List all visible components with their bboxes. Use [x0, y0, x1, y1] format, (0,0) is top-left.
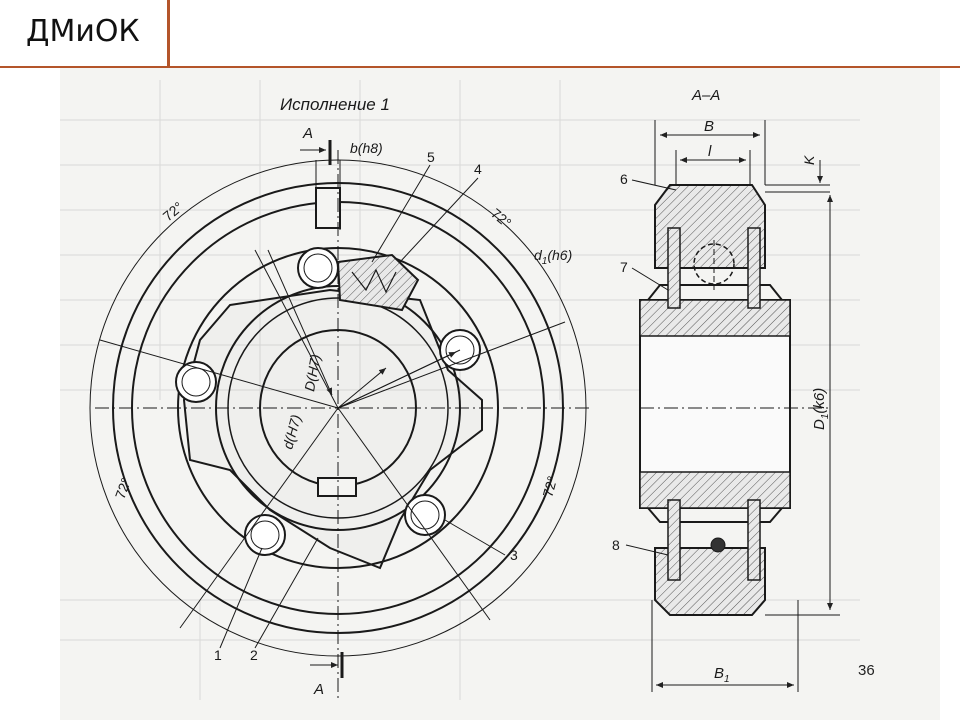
keyway [315, 187, 341, 229]
dimension-b-label: b(h8) [350, 140, 383, 156]
callout-5: 5 [427, 149, 435, 165]
dimension-K-label: K [801, 155, 817, 165]
dimension-D-label: D(H7) [301, 353, 323, 393]
hub-hatch-bottom [639, 471, 791, 509]
callout-leaders [219, 164, 506, 649]
section-view-title: A–A [691, 87, 720, 104]
roller-hidden [693, 243, 735, 285]
dimension-B-label: B [704, 118, 714, 135]
cage-plate-right-bottom [747, 499, 761, 581]
roller-bottom-left-inner [250, 520, 280, 550]
dimension-B1-label: B1 [714, 665, 730, 685]
spring-housing [336, 253, 420, 312]
outer-ring-top [654, 184, 766, 269]
header-divider-vertical [167, 0, 170, 66]
dimension-d1-label: d1(h6) [534, 247, 572, 267]
header-divider-horizontal [0, 66, 960, 68]
spring [351, 268, 397, 294]
cage-plate-left-top [667, 227, 681, 309]
dimension-d-arrow [337, 367, 387, 409]
callout-1: 1 [214, 647, 222, 663]
front-view-title: Исполнение 1 [280, 95, 390, 114]
cage-plate-left-bottom [667, 499, 681, 581]
section-view [625, 120, 840, 692]
outer-ring-bottom [654, 547, 766, 616]
section-callout-8: 8 [612, 537, 620, 553]
slide-title: ДМиОК [26, 14, 140, 49]
callout-4: 4 [474, 161, 482, 177]
roller-right-inner [445, 335, 475, 365]
page-number: 36 [858, 662, 875, 679]
dimension-l-label: l [708, 143, 712, 160]
bore-keyway [317, 477, 357, 497]
dimension-d1-arrow [337, 351, 457, 409]
dimension-D1-label: D1(k6) [811, 388, 831, 430]
hub-hatch-top [639, 299, 791, 337]
callout-2: 2 [250, 647, 258, 663]
drawing-canvas: Исполнение 1 A A b(h8) d1(h6) D(H7) d(H7… [60, 68, 940, 720]
front-view [89, 140, 590, 700]
technical-drawing: Исполнение 1 A A b(h8) d1(h6) D(H7) d(H7… [60, 68, 940, 720]
angle-label-bottom-left: 72° [112, 476, 134, 501]
cage-plate-right-top [747, 227, 761, 309]
section-callout-7: 7 [620, 259, 628, 275]
section-label-bottom: A [313, 681, 324, 698]
callout-3: 3 [510, 547, 518, 563]
center-lines [95, 150, 590, 700]
roller-top-inner [303, 253, 333, 283]
cam-body [182, 288, 483, 570]
angle-label-bottom-right: 72° [539, 474, 560, 499]
ball [710, 537, 726, 553]
section-callout-6: 6 [620, 171, 628, 187]
roller-left-inner [181, 367, 211, 397]
section-label-top: A [302, 125, 313, 142]
dimension-D-arrow [267, 249, 333, 396]
